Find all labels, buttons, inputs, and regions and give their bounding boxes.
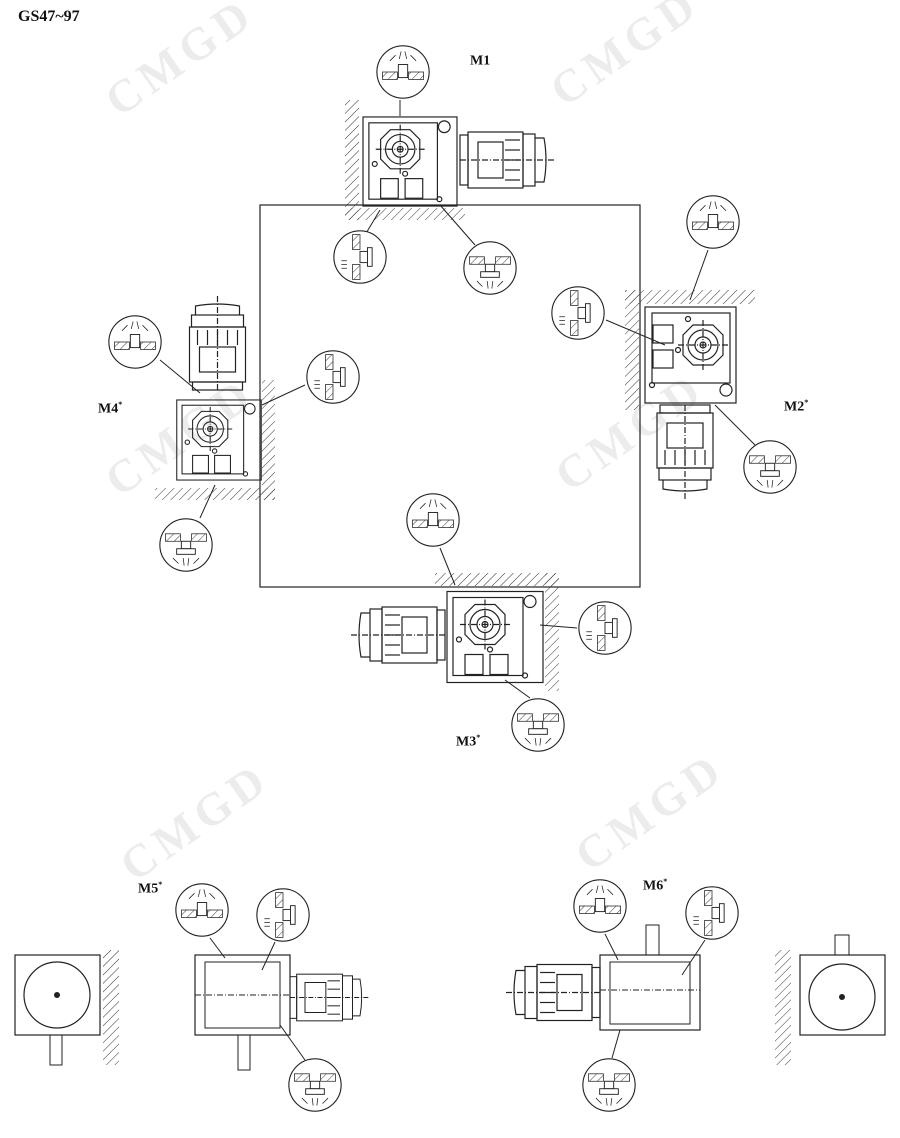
reference-frame <box>259 204 641 588</box>
drain-plug-callout-icon <box>743 440 797 494</box>
breather-callout-icon <box>573 879 627 933</box>
label-m4: M4* <box>98 400 123 417</box>
diagram-title: GS47~97 <box>18 8 80 25</box>
level-plug-callout-icon <box>256 888 310 942</box>
level-plug-callout-icon <box>333 230 387 284</box>
drain-plug-callout-icon <box>511 698 565 752</box>
label-m3: M3* <box>456 733 481 750</box>
label-m2: M2* <box>784 398 809 415</box>
position-m4-assembly <box>108 294 360 572</box>
drain-plug-callout-icon <box>288 1058 342 1112</box>
breather-callout-icon <box>406 493 460 547</box>
level-plug-callout-icon <box>306 350 360 404</box>
position-m3-assembly <box>349 493 632 752</box>
position-m1-assembly <box>333 45 556 295</box>
position-m2-assembly <box>551 195 797 501</box>
breather-callout-icon <box>686 195 740 249</box>
level-plug-callout-icon <box>685 886 739 940</box>
breather-callout-icon <box>108 315 162 369</box>
level-plug-callout-icon <box>551 286 605 340</box>
position-m6-assembly <box>504 879 886 1112</box>
drain-plug-callout-icon <box>463 241 517 295</box>
position-m5-assembly <box>14 883 370 1112</box>
breather-callout-icon <box>175 883 229 937</box>
label-m6: M6* <box>643 877 668 894</box>
drain-plug-callout-icon <box>159 518 213 572</box>
drain-plug-callout-icon <box>582 1058 636 1112</box>
breather-callout-icon <box>376 45 430 99</box>
level-plug-callout-icon <box>578 601 632 655</box>
label-m1: M1 <box>470 53 491 69</box>
label-m5: M5* <box>138 880 163 897</box>
